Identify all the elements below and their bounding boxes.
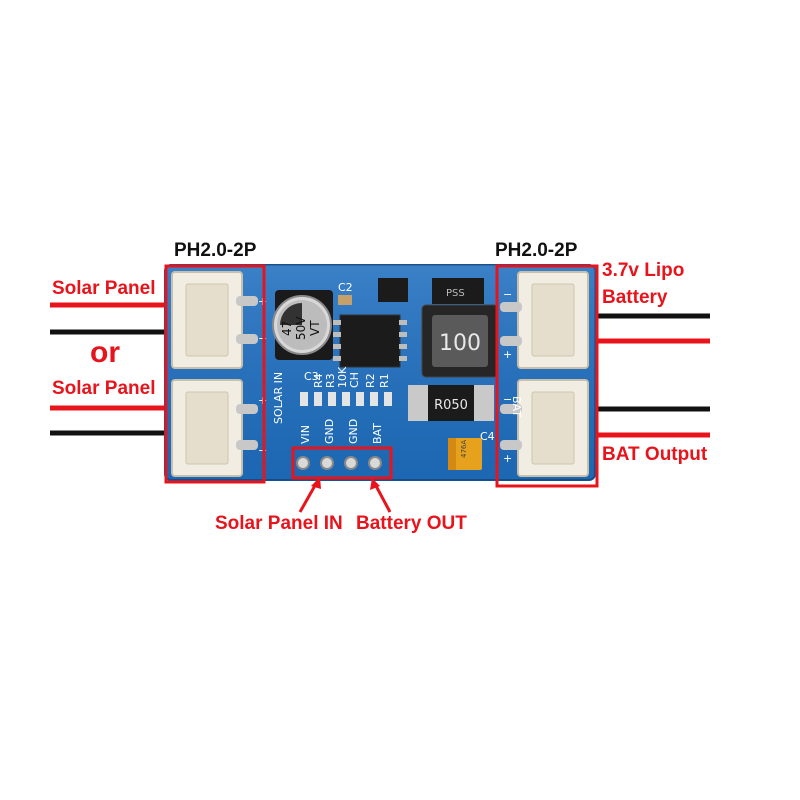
minus-right-top: − [503,288,512,301]
pin-label-bat: BAT [371,423,384,444]
connector-left-bottom [171,379,258,477]
resistor-label: R050 [434,398,468,413]
bat-output-label: BAT Output [602,444,708,465]
lipo-label-line2: Battery [602,287,668,308]
sense-resistor: R050 [408,385,494,421]
ph-label-right: PH2.0-2P [495,240,578,261]
lipo-label-line1: 3.7v Lipo [602,260,685,281]
ph-label-left: PH2.0-2P [174,240,257,261]
box-left-connectors [164,264,266,484]
solar-in-silk: SOLAR IN [272,372,285,424]
plus-right-bottom: + [503,452,512,465]
or-label: or [90,336,120,369]
cap-label-3: VT [308,320,322,336]
solar-panel-label-bottom: Solar Panel [52,378,156,399]
pin-header [296,456,382,470]
box-right-connectors [495,264,599,488]
ic-small [378,278,408,302]
pss-label: PSS [446,288,465,299]
row-label-6: R1 [378,373,391,388]
c4-label: C4 [480,430,495,443]
connector-right-top [500,271,589,369]
resistor-row [300,392,392,406]
c3-label: C3 [304,370,319,383]
arrow-battery-out [373,483,392,513]
row-label-1: R4 [312,373,325,388]
connector-right-bottom [500,379,589,477]
c2-label: C2 [338,281,353,294]
solar-panel-in-label: Solar Panel IN [215,513,343,534]
inductor: 100 [421,304,499,378]
tantalum-capacitor: 476A [448,438,482,470]
charger-ic [333,314,407,368]
cap-label-2: 50V [294,316,308,340]
pin-label-gnd-2: GND [347,419,360,444]
arrow-solar-in [298,481,319,513]
pin-label-gnd-1: GND [323,419,336,444]
pin-label-vin: VIN [299,425,312,444]
tant-label: 476A [460,440,468,458]
row-label-3: 10K [336,366,349,388]
plus-right-top: + [503,348,512,361]
minus-right-bottom: − [503,393,512,406]
row-label-5: R2 [364,373,377,388]
c2-capacitor [338,295,352,305]
cap-label-1: 47 [280,321,294,336]
battery-out-label: Battery OUT [356,513,467,534]
inductor-label: 100 [439,331,481,356]
box-pin-header [291,446,393,480]
connector-left-top [171,271,258,369]
bat-silk: BAT [510,396,523,417]
solar-panel-label-top: Solar Panel [52,278,156,299]
row-label-2: R3 [324,373,337,388]
electrolytic-capacitor: 47 50V VT [272,290,333,360]
row-label-4: CH [348,372,361,388]
